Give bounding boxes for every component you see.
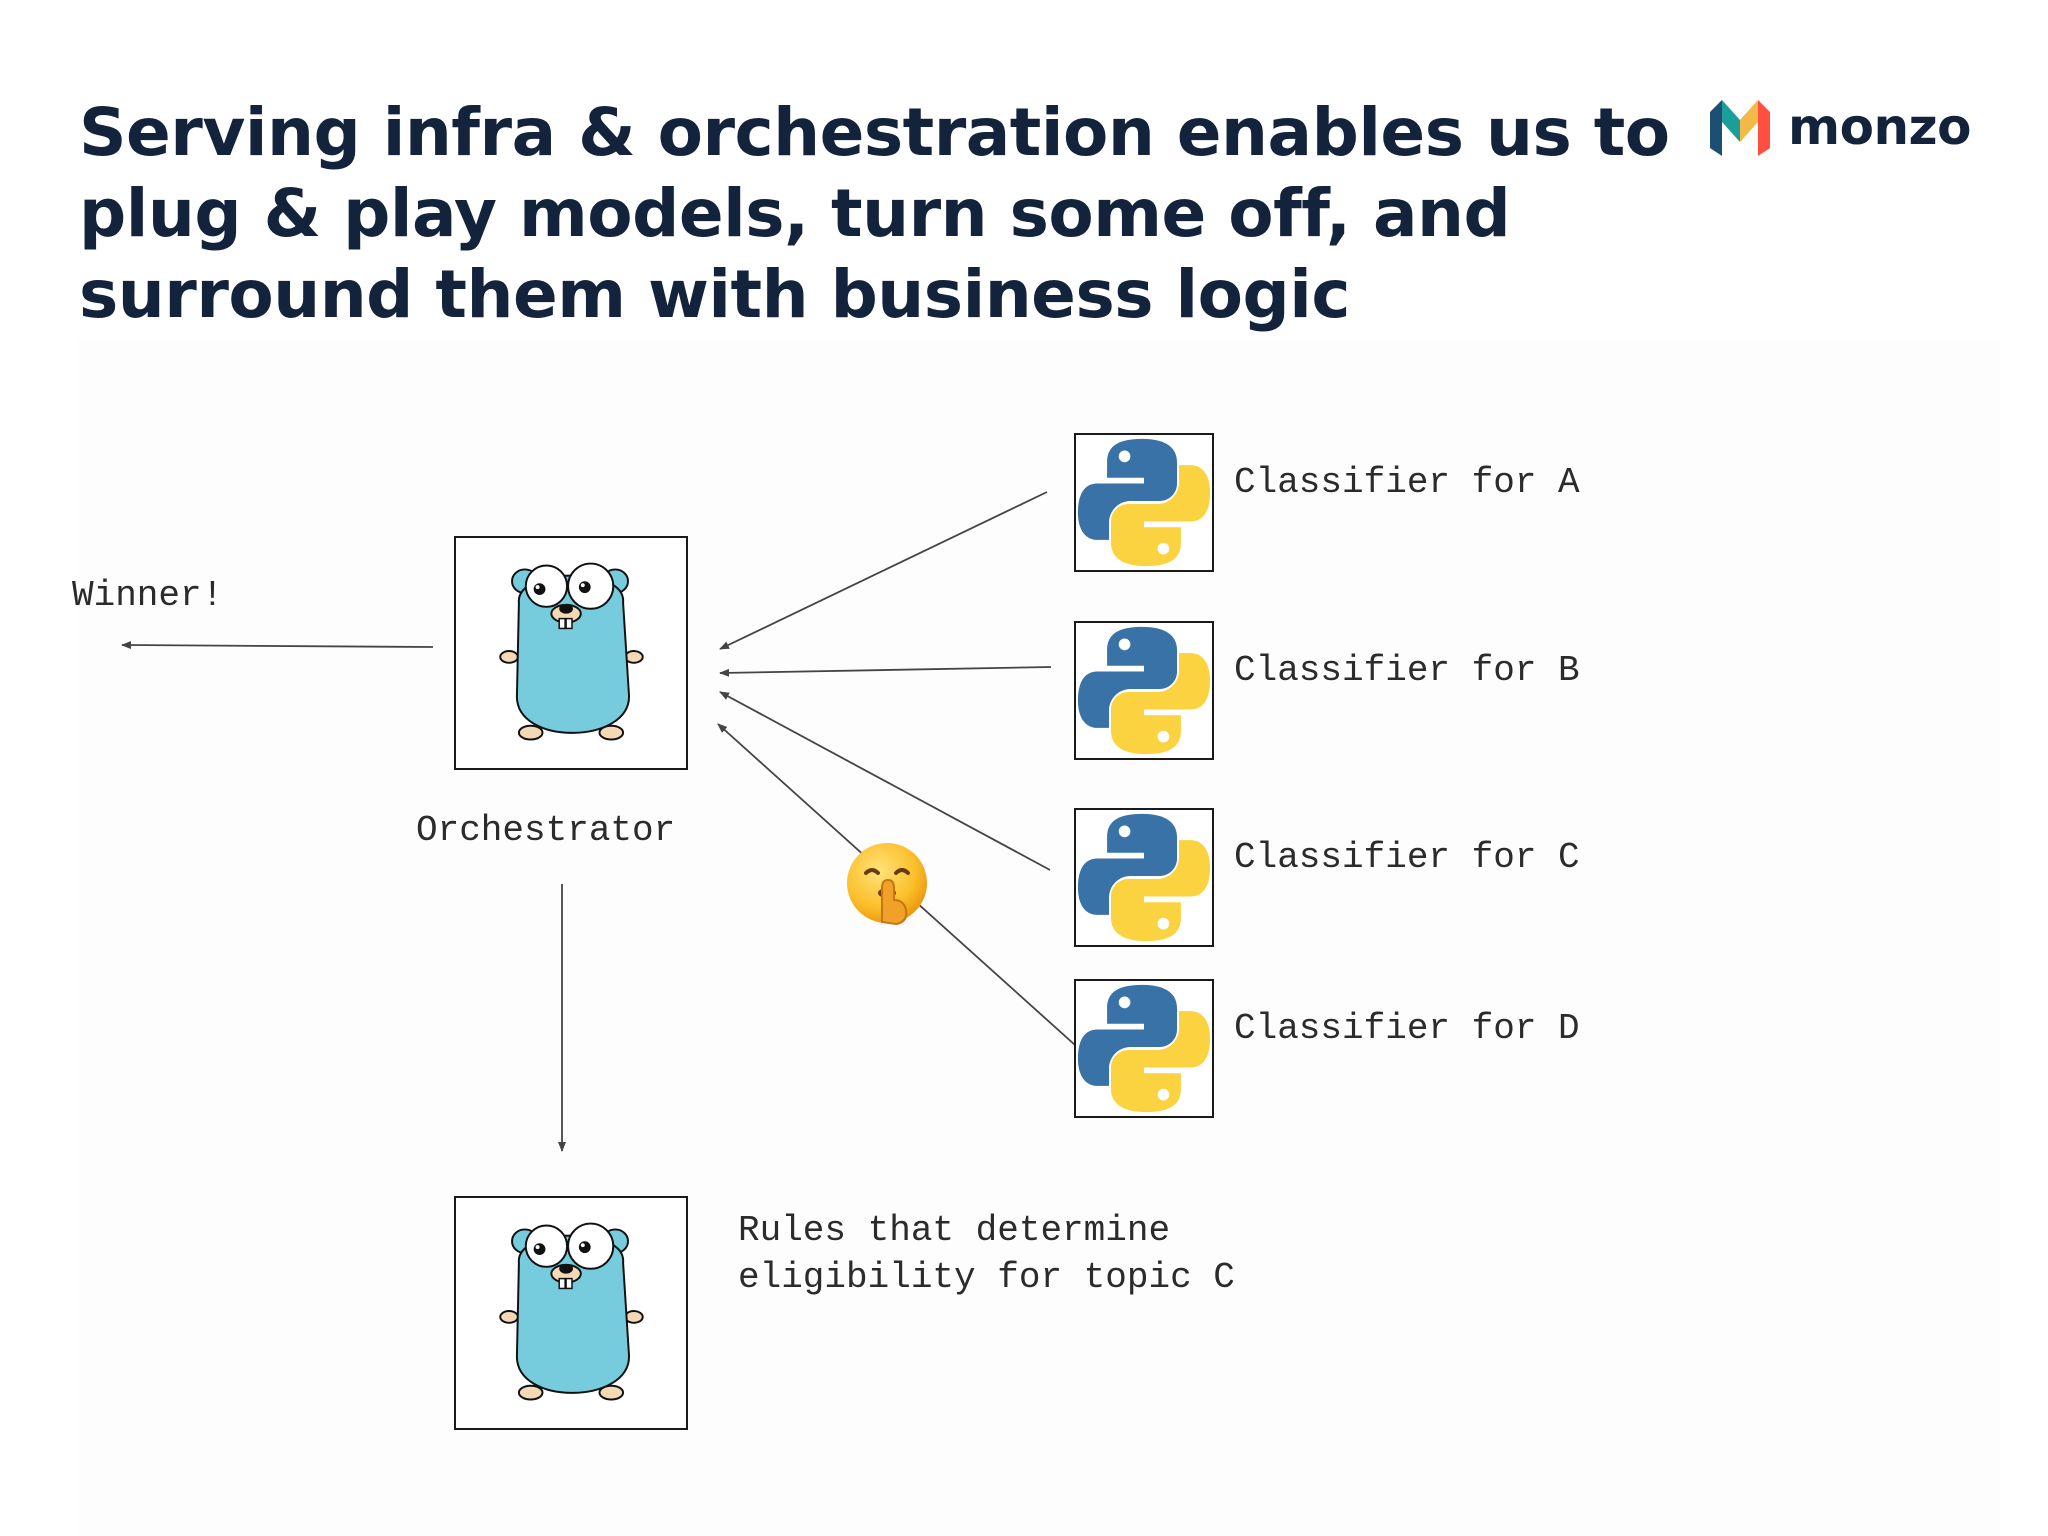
classifier-d-box [1074, 979, 1214, 1118]
go-gopher-icon [499, 562, 644, 741]
title-line: surround them with business logic [79, 256, 1350, 333]
python-logo-icon [1077, 813, 1211, 942]
python-logo-icon [1077, 626, 1211, 755]
classifier-a-box [1074, 433, 1214, 572]
brand-name: monzo [1788, 98, 1972, 156]
rules-label-line-2: eligibility for topic C [738, 1257, 1235, 1298]
winner-label: Winner! [72, 575, 224, 616]
title-line: plug & play models, turn some off, and [79, 175, 1511, 252]
orchestrator-box [454, 536, 688, 770]
python-logo-icon [1077, 984, 1211, 1113]
classifier-c-box [1074, 808, 1214, 947]
orchestrator-label: Orchestrator [416, 810, 676, 851]
title-line: Serving infra & orchestration enables us… [79, 94, 1670, 171]
classifier-a-label: Classifier for A [1234, 462, 1580, 503]
classifier-d-label: Classifier for D [1234, 1008, 1580, 1049]
rules-label-line-1: Rules that determine [738, 1210, 1171, 1251]
arrow-to-winner [121, 641, 434, 650]
monzo-logo: monzo [1708, 98, 2008, 164]
slide-title: Serving infra & orchestration enables us… [79, 92, 1670, 335]
classifier-b-box [1074, 621, 1214, 760]
diagram-canvas [78, 340, 2000, 1536]
monzo-logo-mark-icon [1710, 100, 1770, 156]
shushing-face-icon [847, 843, 927, 926]
classifier-c-label: Classifier for C [1234, 837, 1580, 878]
arrow-from-classifier-c [719, 691, 1051, 871]
python-logo-icon [1077, 438, 1211, 567]
arrow-from-classifier-a [719, 491, 1048, 650]
arrow-from-classifier-b [719, 666, 1052, 677]
classifier-b-label: Classifier for B [1234, 650, 1580, 691]
rules-box [454, 1196, 688, 1430]
go-gopher-icon [499, 1222, 644, 1401]
